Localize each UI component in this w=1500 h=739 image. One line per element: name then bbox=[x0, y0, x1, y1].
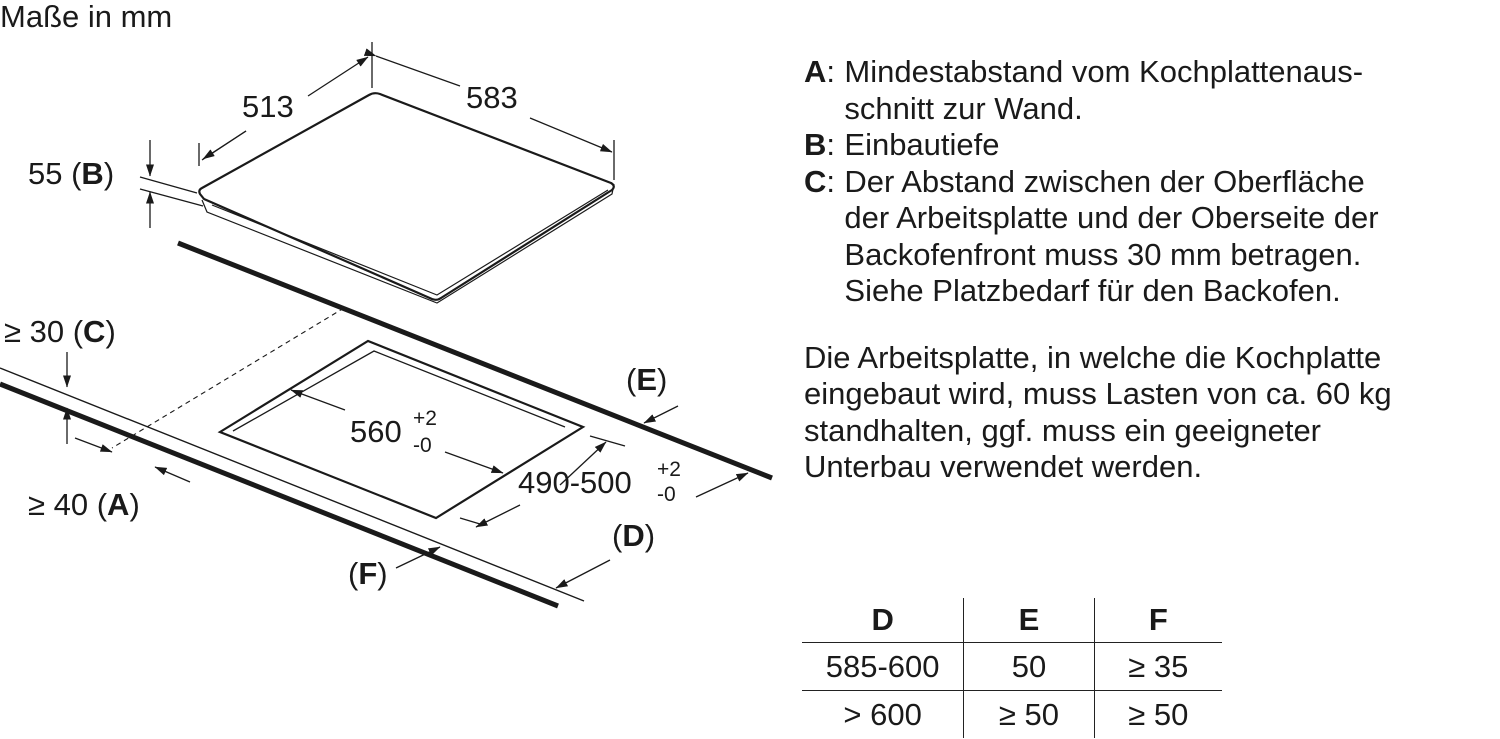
dim-cutout-depth: 490-500 +2 -0 bbox=[459, 435, 681, 528]
legend-colon: : bbox=[826, 163, 836, 199]
cutout-depth-tol-minus: -0 bbox=[657, 483, 676, 506]
dim-d: (D) bbox=[555, 472, 749, 589]
dim-c-label: ≥ 30 (C) bbox=[4, 314, 116, 349]
dim-a: ≥ 40 (A) bbox=[28, 437, 191, 522]
dim-e: (E) bbox=[626, 362, 679, 424]
table-header-row: D E F bbox=[802, 598, 1222, 643]
legend-colon: : bbox=[826, 127, 836, 162]
dim-e-label: (E) bbox=[626, 362, 667, 397]
dim-a-label: ≥ 40 (A) bbox=[28, 487, 140, 522]
legend-key: B bbox=[804, 127, 827, 162]
table-cell: ≥ 35 bbox=[1093, 642, 1222, 691]
width-label: 583 bbox=[466, 80, 518, 115]
dim-f: (F) bbox=[348, 546, 441, 591]
legend-line: Einbautiefe bbox=[844, 127, 1000, 162]
dim-cutout-width: 560 +2 -0 bbox=[290, 389, 504, 474]
note-line: standhalten, ggf. muss ein geeigneter bbox=[804, 412, 1322, 448]
legend-text: Einbautiefe bbox=[844, 127, 1494, 164]
legend-item-b: B: Einbautiefe bbox=[804, 127, 1494, 164]
table-cell: ≥ 50 bbox=[1093, 690, 1222, 738]
depth-label: 513 bbox=[242, 89, 294, 124]
legend-line: Siehe Platzbedarf für den Backofen. bbox=[844, 273, 1341, 308]
legend-text: Mindestabstand vom Kochplattenaus- schni… bbox=[844, 54, 1494, 127]
load-note: Die Arbeitsplatte, in welche die Kochpla… bbox=[804, 340, 1494, 486]
legend-item-c: C: Der Abstand zwischen der Oberfläche d… bbox=[804, 164, 1494, 310]
table-header-f: F bbox=[1093, 598, 1222, 643]
legend-key: C bbox=[804, 163, 827, 199]
table-row: 585-600 50 ≥ 35 bbox=[802, 642, 1222, 691]
dim-d-label: (D) bbox=[612, 518, 655, 553]
cooktop bbox=[198, 92, 615, 304]
legend-line: der Arbeitsplatte und der Oberseite der bbox=[844, 200, 1379, 235]
table-cell: 50 bbox=[963, 642, 1095, 691]
installation-diagram: Maße in mm 513 583 55 (B) bbox=[0, 0, 773, 609]
note-line: Unterbau verwendet werden. bbox=[804, 449, 1203, 484]
note-line: eingebaut wird, muss Lasten von ca. 60 k… bbox=[804, 376, 1392, 411]
note-line: Die Arbeitsplatte, in welche die Kochpla… bbox=[804, 339, 1382, 375]
legend-line: Mindestabstand vom Kochplattenaus- bbox=[844, 54, 1364, 89]
table-row: > 600 ≥ 50 ≥ 50 bbox=[802, 690, 1222, 738]
legend-line: Backofenfront muss 30 mm betragen. bbox=[844, 236, 1362, 272]
dim-depth-513: 513 bbox=[198, 42, 373, 166]
cutout bbox=[217, 339, 586, 520]
dim-f-label: (F) bbox=[348, 556, 388, 591]
legend-item-a: A: Mindestabstand vom Kochplattenaus- sc… bbox=[804, 54, 1494, 127]
legend: A: Mindestabstand vom Kochplattenaus- sc… bbox=[804, 54, 1494, 486]
dim-height-55: 55 (B) bbox=[28, 140, 204, 228]
table-header-d: D bbox=[871, 602, 894, 637]
legend-line: schnitt zur Wand. bbox=[844, 90, 1083, 126]
legend-key: A bbox=[804, 54, 827, 89]
cutout-width-tol-minus: -0 bbox=[413, 434, 432, 457]
table-cell: 585-600 bbox=[802, 642, 964, 691]
cutout-width-label: 560 bbox=[350, 414, 402, 449]
legend-text: Der Abstand zwischen der Oberfläche der … bbox=[844, 164, 1494, 310]
cutout-depth-tol-plus: +2 bbox=[657, 458, 681, 481]
clearance-table: D E F 585-600 50 ≥ 35 > 600 ≥ 50 ≥ 50 bbox=[802, 598, 1222, 738]
worktop bbox=[0, 240, 773, 609]
table-header-e: E bbox=[963, 598, 1095, 643]
cutout-width-tol-plus: +2 bbox=[413, 407, 437, 430]
height-label: 55 (B) bbox=[28, 156, 114, 191]
dim-c: ≥ 30 (C) bbox=[4, 314, 116, 444]
table-cell: ≥ 50 bbox=[963, 690, 1095, 738]
dim-width-583: 583 bbox=[363, 48, 615, 180]
table-cell: > 600 bbox=[802, 690, 964, 738]
cutout-depth-label: 490-500 bbox=[518, 465, 632, 500]
legend-line: Der Abstand zwischen der Oberfläche bbox=[844, 163, 1365, 199]
legend-colon: : bbox=[826, 54, 836, 89]
units-title: Maße in mm bbox=[0, 0, 172, 34]
